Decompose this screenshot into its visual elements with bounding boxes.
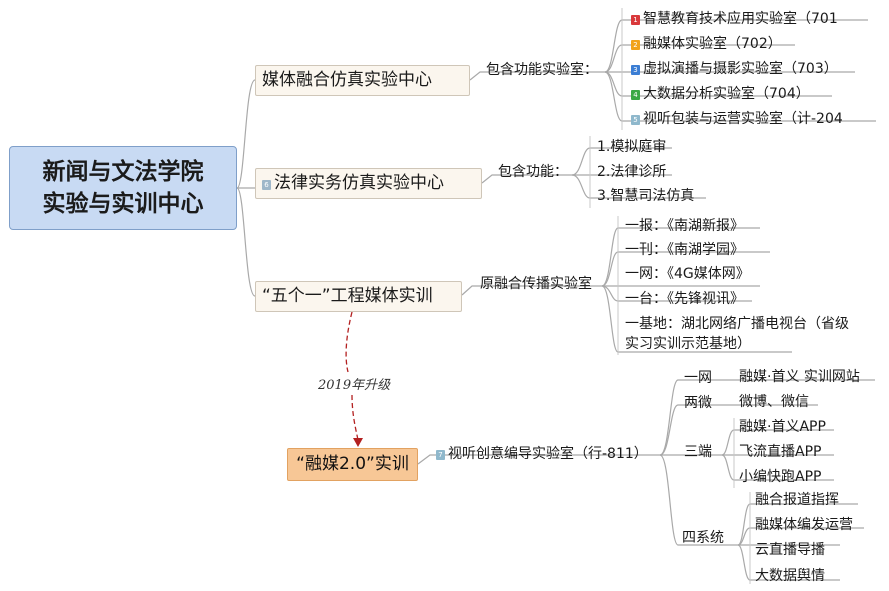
group-four-system[interactable]: 四系统 <box>682 530 724 546</box>
micro-item-weibo-wechat[interactable]: 微博、微信 <box>739 394 809 410</box>
branch-law-practice-title: 法律实务仿真实验中心 <box>274 173 444 193</box>
law-item-2[interactable]: 2.法律诊所 <box>597 164 667 180</box>
lab-item-3-label: 虚拟演播与摄影实验室（703） <box>643 61 838 77</box>
lab-item-5-label: 视听包装与运营实验室（计-204 <box>643 111 843 127</box>
branch-five-one-training[interactable]: “五个一”工程媒体实训 <box>255 281 462 312</box>
number-badge-icon: 5 <box>631 115 640 125</box>
branch-media-fusion-center[interactable]: 媒体融合仿真实验中心 <box>255 65 470 96</box>
root-title-line2: 实验与实训中心 <box>42 190 204 217</box>
web-item-site[interactable]: 融媒·首义 实训网站 <box>739 369 860 385</box>
system-item-editing[interactable]: 融媒体编发运营 <box>755 517 853 533</box>
group-three-end[interactable]: 三端 <box>684 444 712 460</box>
law-item-1[interactable]: 1.模拟庭审 <box>597 139 667 155</box>
number-badge-icon: 6 <box>262 180 271 190</box>
number-badge-icon: 2 <box>631 40 640 50</box>
lab-item-2-label: 融媒体实验室（702） <box>643 36 782 52</box>
app-item-xiaobian[interactable]: 小编快跑APP <box>739 469 822 485</box>
branch1-sub-label: 包含功能实验室： <box>486 62 598 78</box>
media-item-website[interactable]: 一网：《4G媒体网》 <box>625 266 750 282</box>
number-badge-icon: 7 <box>436 450 445 460</box>
branch4-sub-label-text: 视听创意编导实验室（行-811） <box>448 446 648 462</box>
system-item-bigdata[interactable]: 大数据舆情 <box>755 568 825 584</box>
media-item-base-line2: 实习实训示范基地） <box>625 336 751 352</box>
number-badge-icon: 3 <box>631 65 640 75</box>
branch-rongmei-2-title: “融媒2.0”实训 <box>296 454 409 474</box>
number-badge-icon: 4 <box>631 90 640 100</box>
lab-item-4-label: 大数据分析实验室（704） <box>643 86 810 102</box>
media-item-base-line1[interactable]: 一基地：湖北网络广播电视台（省级 <box>625 316 849 332</box>
number-badge-icon: 1 <box>631 15 640 25</box>
law-item-3[interactable]: 3.智慧司法仿真 <box>597 188 695 204</box>
app-item-feiliu[interactable]: 飞流直播APP <box>739 444 822 460</box>
media-item-newspaper[interactable]: 一报：《南湖新报》 <box>625 218 744 234</box>
branch-rongmei-2-training[interactable]: “融媒2.0”实训 <box>287 448 418 481</box>
root-node[interactable]: 新闻与文法学院 实验与实训中心 <box>9 146 237 230</box>
system-item-command[interactable]: 融合报道指挥 <box>755 492 839 508</box>
upgrade-label: 2019年升级 <box>318 378 391 393</box>
branch-media-fusion-title: 媒体融合仿真实验中心 <box>262 70 432 90</box>
branch2-sub-label: 包含功能： <box>498 164 568 180</box>
media-item-station[interactable]: 一台：《先锋视讯》 <box>625 291 744 307</box>
group-one-web[interactable]: 一网 <box>684 370 712 386</box>
group-two-micro[interactable]: 两微 <box>684 395 712 411</box>
lab-item-1-label: 智慧教育技术应用实验室（701 <box>643 11 838 27</box>
branch3-sub-label: 原融合传播实验室 <box>480 276 592 292</box>
branch-five-one-title: “五个一”工程媒体实训 <box>262 286 433 306</box>
root-title-line1: 新闻与文法学院 <box>42 158 204 185</box>
media-item-journal[interactable]: 一刊：《南湖学园》 <box>625 242 744 258</box>
app-item-shouyi[interactable]: 融媒·首义APP <box>739 419 826 435</box>
system-item-live[interactable]: 云直播导播 <box>755 542 825 558</box>
